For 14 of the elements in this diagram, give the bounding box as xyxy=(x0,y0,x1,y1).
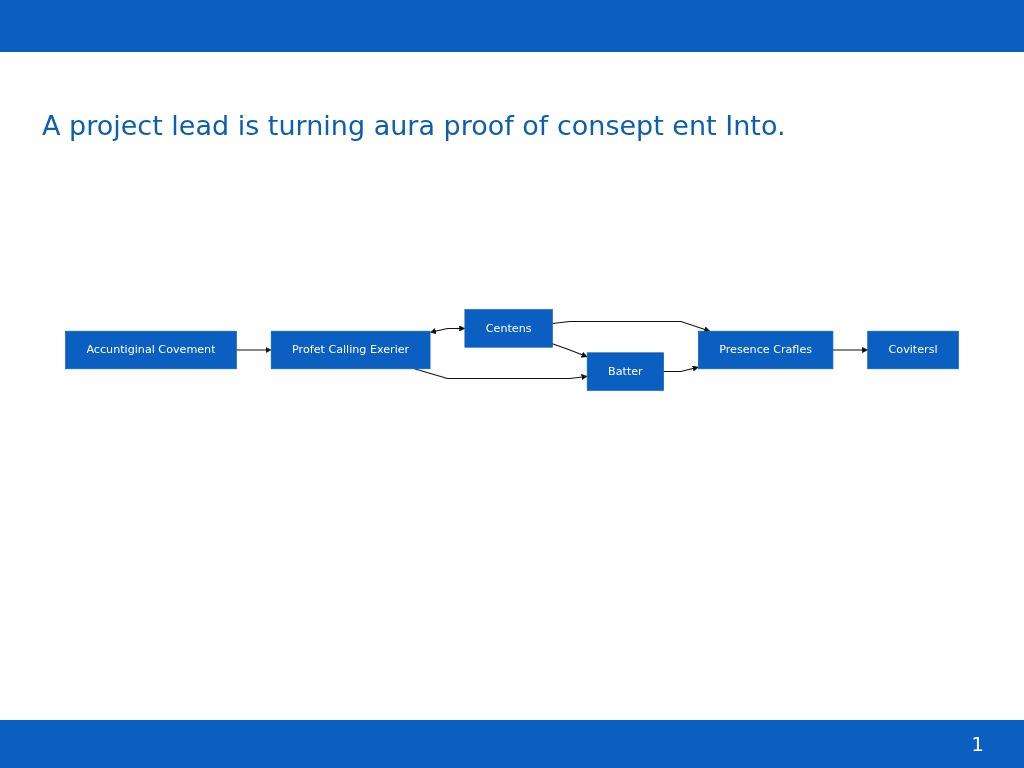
node-box: Profet Calling Exerier xyxy=(270,330,431,370)
node-box: Centens xyxy=(464,309,553,348)
arrow xyxy=(551,320,711,333)
title: A project lead is turning aura proof of consept ent Into. xyxy=(42,110,786,141)
node-box: Presence Crafles xyxy=(698,330,834,370)
arrow xyxy=(551,343,588,358)
page-number: 1 xyxy=(971,732,984,756)
node-box: Accuntiginal Covement xyxy=(65,330,237,370)
node-box: Batter xyxy=(586,352,664,391)
arrow xyxy=(832,346,868,354)
arrow xyxy=(235,346,272,354)
node-box: Covitersl xyxy=(867,330,959,370)
arrow xyxy=(663,365,699,373)
arrow xyxy=(430,325,466,335)
